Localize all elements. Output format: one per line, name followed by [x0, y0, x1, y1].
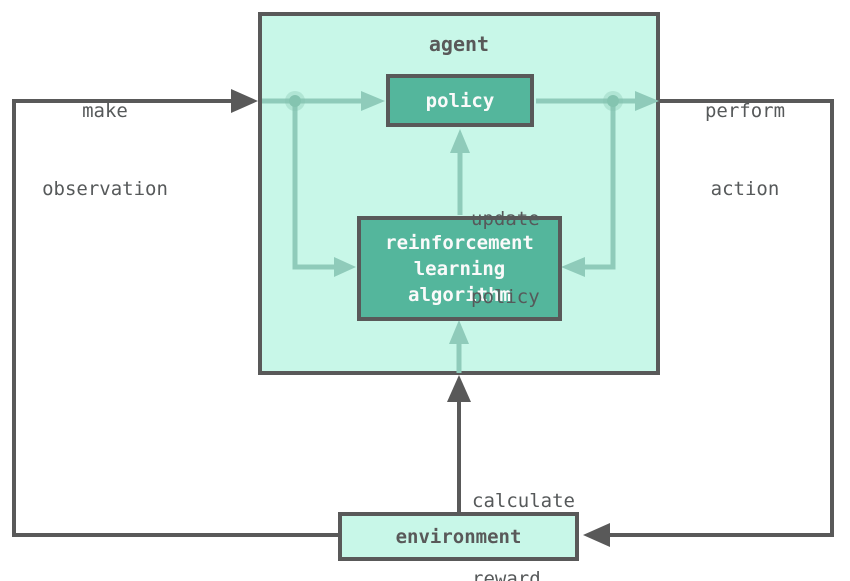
calculate-reward-label-line2: reward — [472, 568, 541, 581]
rl-algorithm-label-line3: algorithm — [408, 283, 511, 306]
policy-label: policy — [425, 89, 495, 112]
make-observation-arrowhead-icon — [231, 89, 258, 113]
calculate-reward-label: calculate reward — [472, 436, 575, 581]
rl-algorithm-node: reinforcement learning algorithm — [357, 216, 562, 321]
environment-node: environment — [338, 512, 579, 561]
make-observation-label: make observation — [15, 46, 195, 254]
rl-algorithm-label-line1: reinforcement — [385, 231, 534, 254]
policy-node: policy — [386, 74, 534, 127]
update-policy-label: update policy — [471, 154, 540, 362]
rl-algorithm-label-line2: learning — [413, 257, 506, 280]
perform-action-label-line2: action — [710, 178, 780, 200]
make-observation-label-line1: make — [82, 100, 128, 122]
environment-label: environment — [395, 525, 522, 548]
calculate-reward-arrowhead-icon — [447, 375, 471, 402]
make-observation-label-line2: observation — [42, 178, 168, 200]
agent-label: agent — [428, 32, 490, 56]
calculate-reward-label-line1: calculate — [472, 490, 575, 512]
perform-action-label-line1: perform — [704, 100, 786, 122]
perform-action-arrowhead-icon — [583, 523, 610, 547]
perform-action-label: perform action — [655, 46, 835, 254]
update-policy-label-line1: update — [471, 208, 540, 230]
update-policy-label-line2: policy — [471, 286, 540, 308]
